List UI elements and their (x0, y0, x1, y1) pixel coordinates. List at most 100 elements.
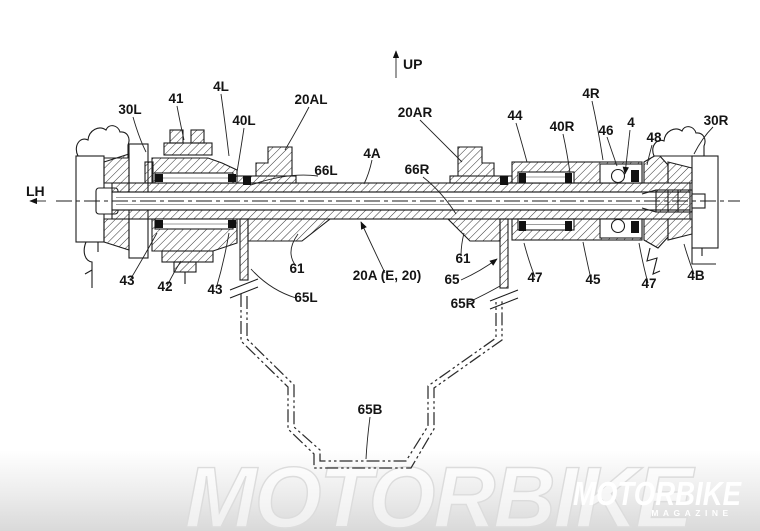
spacer-48-bottom (643, 218, 669, 249)
label-40L: 40L (232, 113, 255, 128)
left-seal-bottom-a (155, 220, 163, 228)
leader-20A-arrow (360, 221, 386, 274)
left-hub-flange-42 (161, 250, 214, 263)
right-ball-bearing-bottom (610, 218, 626, 234)
axle-wall-top (111, 182, 691, 193)
hose-65B-inner (246, 296, 497, 462)
label-20AL: 20AL (294, 92, 327, 107)
label-44: 44 (507, 108, 523, 123)
label-65L: 65L (294, 290, 317, 305)
leader-42 (166, 260, 182, 287)
label-20A: 20A (E, 20) (353, 268, 422, 283)
leader-47-left (523, 242, 536, 278)
right-fork-30R (641, 126, 719, 265)
pipe-65R (499, 218, 509, 289)
leader-4R (591, 100, 604, 161)
left-seal-top-a (155, 174, 163, 182)
label-61-left: 61 (289, 261, 305, 276)
axle-inner-rod-lines (116, 197, 688, 205)
leader-45 (582, 241, 592, 280)
label-4A: 4A (363, 146, 381, 161)
magazine-logo: MOTORBIKE MAGAZINE (573, 475, 742, 518)
label-65R: 65R (451, 296, 476, 311)
breather-pipe-65R (489, 218, 519, 310)
lh-label: LH (26, 183, 45, 199)
axle-nut-41-tab-a (169, 129, 184, 144)
breather-hose-65B (240, 294, 503, 469)
leader-43-left (129, 232, 158, 281)
label-40R: 40R (550, 119, 575, 134)
right-fork-foot (691, 248, 716, 265)
pipe-65L-break (229, 278, 259, 299)
pipe-65L (239, 218, 249, 281)
leader-30L (132, 116, 147, 153)
right-seal-48-top (631, 170, 639, 182)
label-48: 48 (646, 130, 662, 145)
seal-66R (500, 176, 508, 185)
leader-4A (363, 159, 373, 185)
leader-65R (468, 285, 501, 303)
label-30R: 30R (704, 113, 729, 128)
label-66L: 66L (314, 163, 337, 178)
leader-66R (422, 176, 457, 215)
label-47-right: 47 (641, 276, 656, 291)
leader-lines (129, 93, 714, 460)
right-bearing-strip-top (517, 171, 575, 184)
seal-66L (243, 176, 251, 185)
label-43-right: 43 (207, 282, 223, 297)
leader-41 (176, 105, 185, 141)
leader-40L (236, 127, 245, 173)
leader-66L (250, 174, 319, 186)
right-fork-lower-web (667, 218, 693, 241)
axle-nut-41-tab-b (190, 129, 205, 144)
watermark-band: MOTORBIKE (0, 449, 760, 531)
leader-65B (365, 416, 371, 460)
leader-65-arrow (460, 258, 498, 281)
leader-4-arrow (622, 129, 631, 175)
label-4R: 4R (582, 86, 600, 101)
bracket-20AR (457, 146, 495, 177)
magazine-logo-text: MOTORBIKE (573, 475, 742, 512)
left-hub-assembly (144, 129, 238, 284)
axle-nut-41-base (163, 142, 213, 156)
label-65B: 65B (358, 402, 383, 417)
watermark-outline-text: MOTORBIKE (185, 450, 696, 531)
leader-20AL (284, 106, 310, 151)
leader-4B (683, 243, 695, 275)
label-42: 42 (157, 279, 172, 294)
left-fork-foot (83, 241, 99, 288)
axle-wall-bottom (111, 209, 691, 220)
hose-65B-outer (240, 294, 503, 469)
label-20AR: 20AR (398, 105, 433, 120)
leader-40R (562, 133, 571, 174)
label-65: 65 (444, 272, 460, 287)
right-fork-top-flange (652, 126, 706, 157)
watermark-band-gradient (0, 450, 760, 531)
label-43-left: 43 (119, 273, 135, 288)
left-seal-bottom-b (228, 220, 236, 228)
label-30L: 30L (118, 102, 141, 117)
label-66R: 66R (405, 162, 430, 177)
right-ball-bearing-top (610, 168, 626, 184)
right-seal-bottom-b (565, 221, 572, 231)
leader-48 (646, 144, 653, 166)
leader-20AR (419, 119, 463, 163)
left-fork-30L (75, 125, 149, 288)
leader-47-right (638, 242, 649, 284)
axle-right-taper (641, 189, 657, 213)
right-seal-48-bottom (631, 221, 639, 233)
right-hub-hook (646, 247, 661, 275)
left-seal-top-b (228, 174, 236, 182)
part-labels: 30L 41 4L 40L 20AL 66L 4A 66R 20AR 44 40… (118, 79, 728, 417)
leader-61-right (460, 232, 465, 257)
left-fork-top-flange (75, 125, 130, 159)
assembly-drawing: UP LH 30L 41 4L 40L 20AL 66L 4A 66R 20AR… (26, 50, 740, 469)
up-label: UP (403, 56, 422, 72)
label-4B: 4B (687, 268, 705, 283)
right-fork-upper-web (667, 161, 693, 184)
leader-30R (693, 126, 714, 155)
pipe-65R-break (489, 289, 519, 310)
